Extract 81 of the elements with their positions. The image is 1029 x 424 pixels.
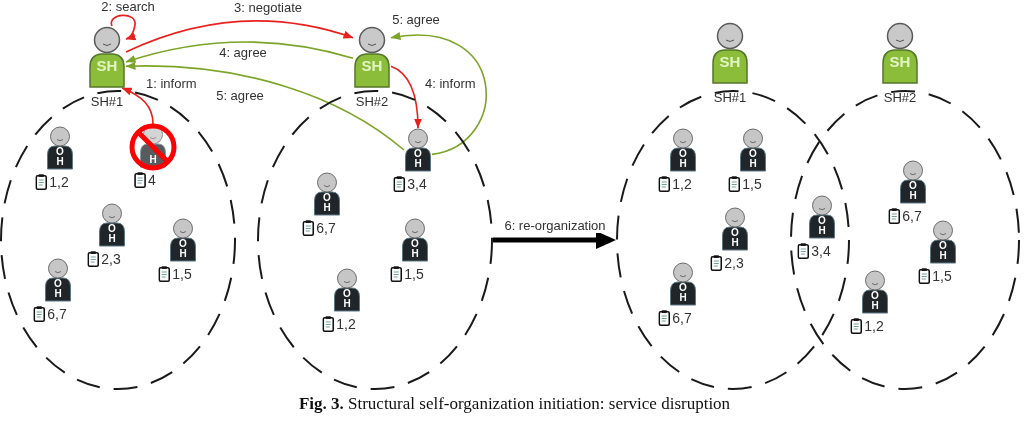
service-numbers: 2,3 [724,255,744,271]
person-figure [333,268,361,312]
person-figure [404,128,432,172]
person-figure [169,218,197,262]
curved-arrow [390,32,487,156]
person-figure [669,128,697,172]
curved-arrow [390,65,422,129]
shirt-letters: O H [178,239,188,259]
edge-label: 1: inform [145,77,198,91]
edge-label: 4: agree [218,46,268,60]
figure-caption: Fig. 3. Structural self-organization initiation: service disruption [298,394,731,414]
dashed-ellipse [616,90,850,390]
person-figure [44,258,72,302]
person-figure [46,126,74,170]
shirt-letters: H [148,155,158,165]
holon-name: SH#2 [355,94,389,109]
service-numbers: 1,5 [742,176,762,192]
curved-arrow [125,62,405,151]
service-numbers: 2,3 [101,251,121,267]
edge-label: 4: inform [424,77,477,91]
person-figure [669,262,697,306]
person-figure [711,22,749,84]
service-numbers: 1,5 [172,266,192,282]
service-numbers: 6,7 [902,208,922,224]
shirt-letters: O H [322,193,332,213]
shirt-letters: SH [361,57,383,74]
edge-label: 3: negotiate [233,1,303,15]
curved-arrow [125,20,354,53]
edge-label: 5: agree [215,89,265,103]
shirt-letters: SH [96,57,118,74]
service-numbers: 6,7 [47,306,67,322]
dashed-ellipse [790,90,1020,390]
thick-arrow [493,231,616,249]
holon-name: SH#1 [90,94,124,109]
service-numbers: 6,7 [316,220,336,236]
shirt-letters: O H [410,239,420,259]
shirt-letters: O H [938,241,948,261]
loop-arrow [110,14,137,40]
shirt-letters: O H [908,181,918,201]
service-numbers: 1,2 [864,318,884,334]
person-figure [899,160,927,204]
holon-name: SH#2 [883,90,917,105]
person-figure [808,195,836,239]
shirt-letters: O H [730,228,740,248]
service-numbers: 1,5 [932,268,952,284]
service-numbers: 4 [148,172,156,188]
shirt-letters: O H [342,289,352,309]
person-figure [313,172,341,216]
person-figure [861,270,889,314]
service-numbers: 6,7 [672,310,692,326]
shirt-letters: O H [55,147,65,167]
curved-arrow [121,87,154,125]
curved-arrow [125,41,354,63]
shirt-letters: O H [678,149,688,169]
shirt-letters: O H [870,291,880,311]
service-numbers: 3,4 [811,243,831,259]
service-numbers: 3,4 [407,176,427,192]
service-numbers: 1,2 [336,316,356,332]
person-figure [88,26,126,88]
holon-name: SH#1 [713,90,747,105]
edge-label: 5: agree [391,13,441,27]
edge-label: 2: search [100,0,156,14]
shirt-letters: O H [678,283,688,303]
person-figure [881,22,919,84]
edge-label: 6: re-organization [503,219,607,233]
person-figure [401,218,429,262]
service-numbers: 1,5 [404,266,424,282]
shirt-letters: O H [748,149,758,169]
shirt-letters: O H [817,216,827,236]
shirt-letters: O H [107,224,117,244]
person-figure [721,207,749,251]
service-numbers: 1,2 [49,174,69,190]
person-figure [929,220,957,264]
person-figure [353,26,391,88]
person-figure [739,128,767,172]
person-figure [98,203,126,247]
shirt-letters: SH [889,53,911,70]
shirt-letters: O H [53,279,63,299]
service-numbers: 1,2 [672,176,692,192]
shirt-letters: O H [413,149,423,169]
shirt-letters: SH [719,53,741,70]
